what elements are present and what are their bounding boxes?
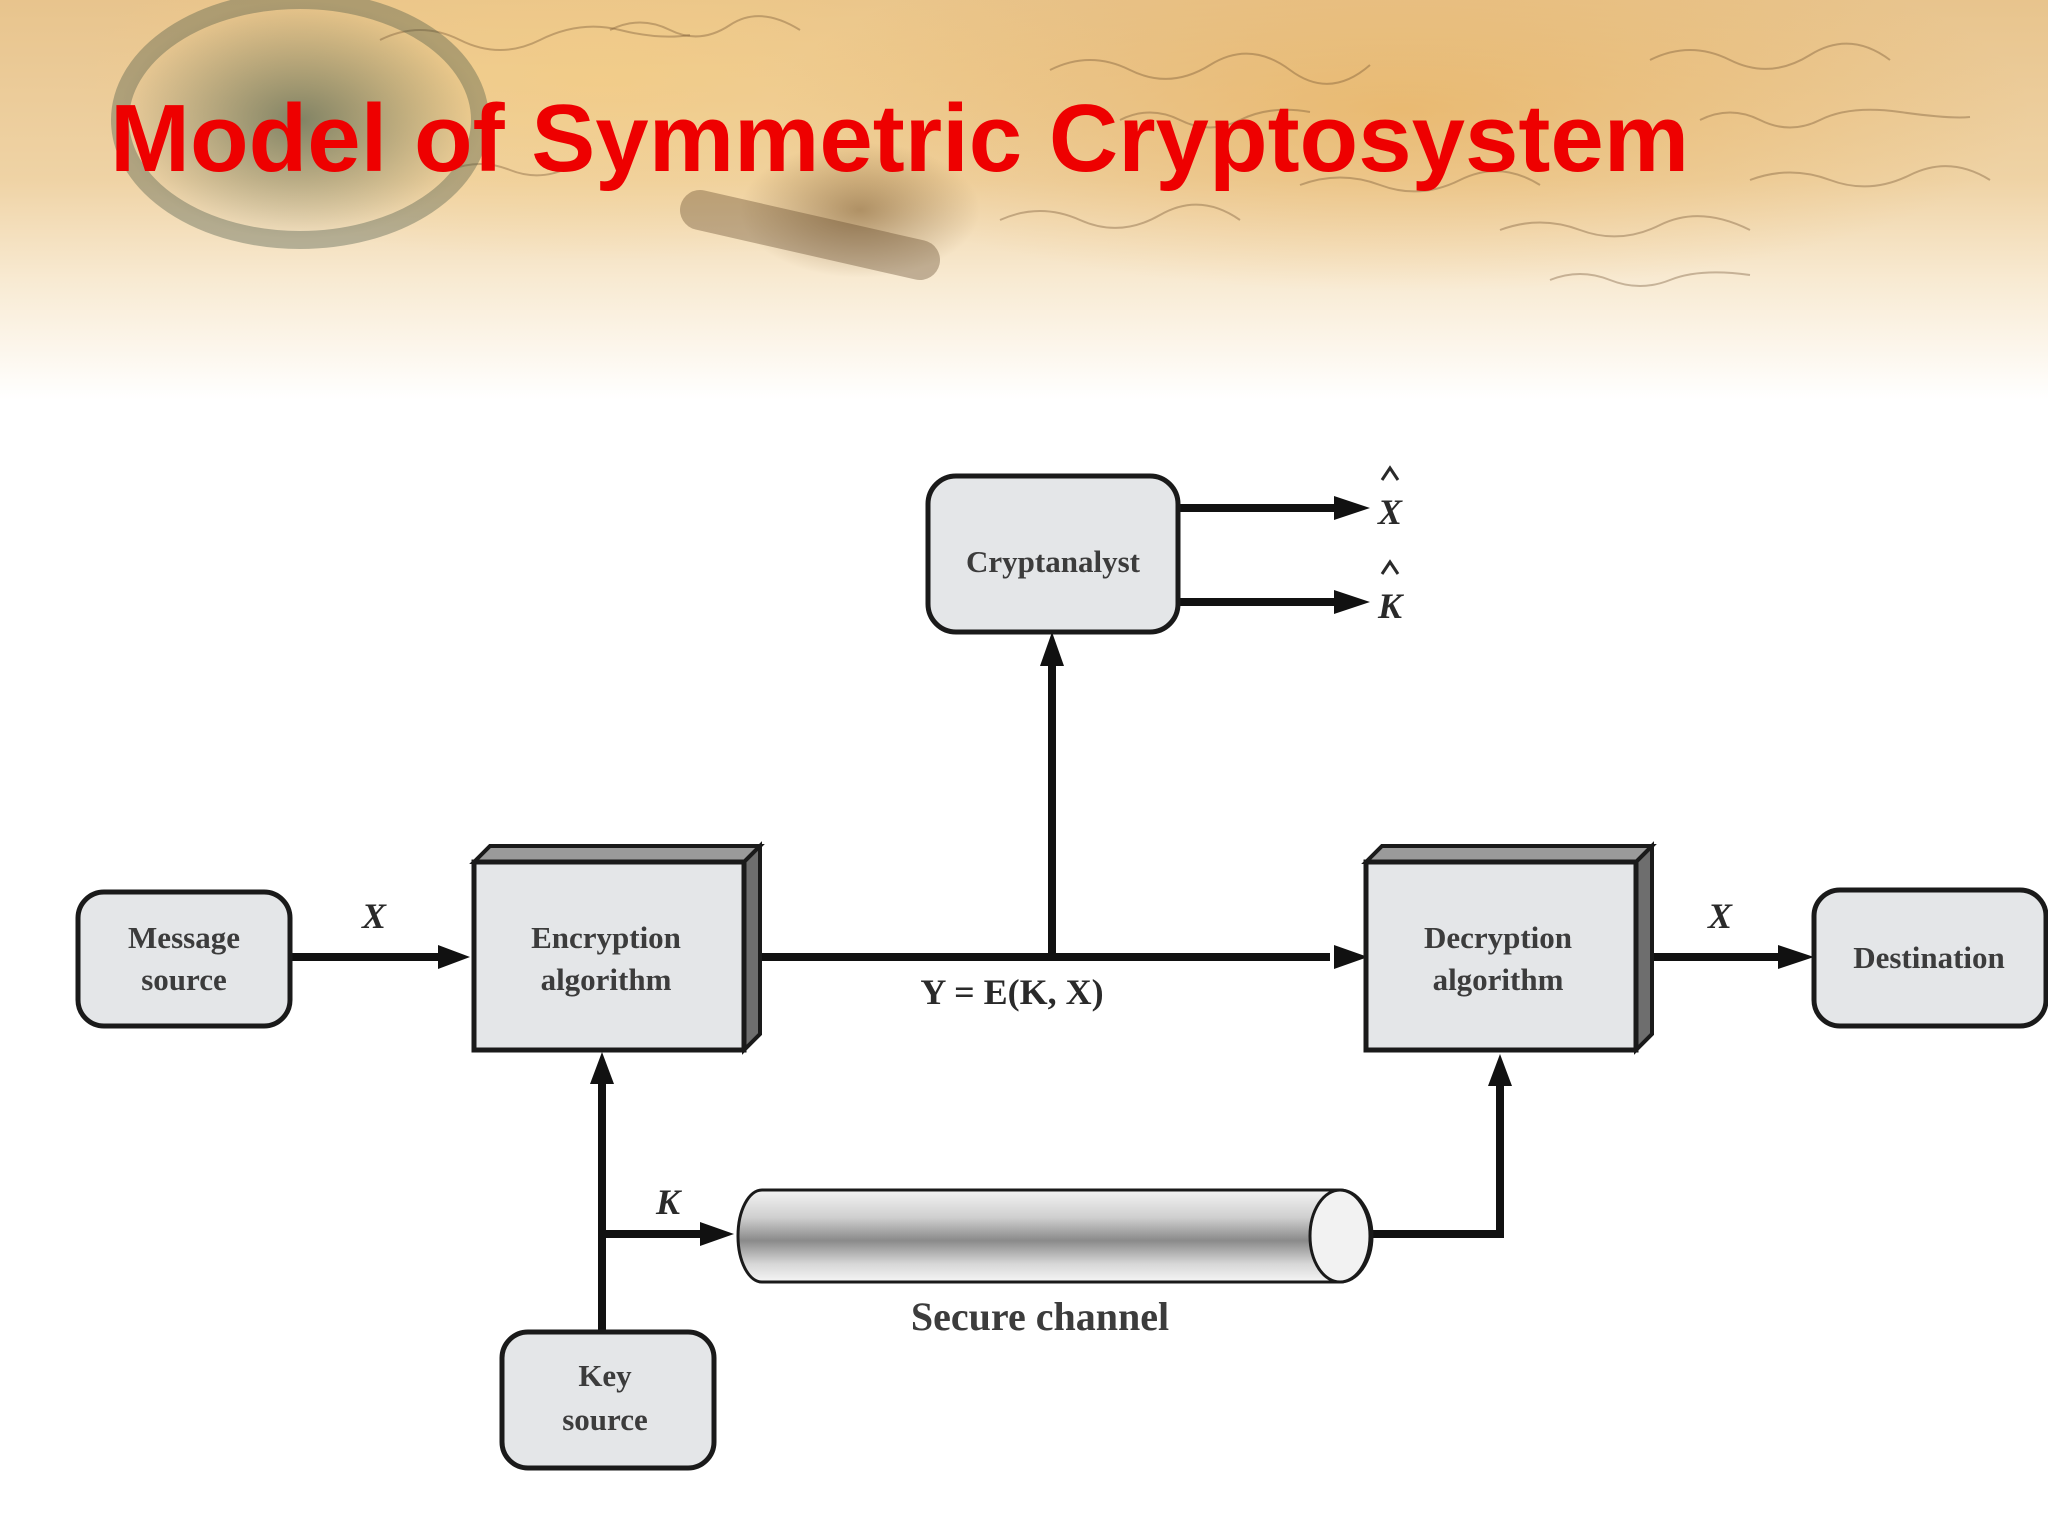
- x-estimate-label: X: [1377, 492, 1403, 532]
- encryption-algorithm-box: Encryption algorithm: [469, 841, 765, 1055]
- decryption-label-line1: Decryption: [1424, 920, 1572, 955]
- cryptanalyst-box: Cryptanalyst: [925, 473, 1181, 635]
- arrowhead: [590, 1052, 614, 1084]
- message-source-box: Message source: [75, 889, 293, 1029]
- destination-label: Destination: [1853, 940, 2005, 975]
- arrowhead: [1334, 945, 1368, 969]
- header-banner: [0, 0, 2048, 400]
- hat-icon: [1380, 559, 1400, 575]
- decryption-algorithm-box: Decryption algorithm: [1361, 841, 1657, 1055]
- message-source-label-line2: source: [141, 962, 227, 997]
- arrowhead: [1040, 632, 1064, 666]
- slide-title: Model of Symmetric Cryptosystem: [110, 85, 1690, 192]
- key-label: K: [655, 1182, 683, 1222]
- key-source-box: Key source: [499, 1329, 717, 1471]
- x-estimate-label-group: X: [1377, 465, 1403, 532]
- arrowhead: [700, 1222, 734, 1246]
- key-source-label-line1: Key: [578, 1358, 632, 1393]
- decryption-label-line2: algorithm: [1433, 962, 1564, 997]
- plaintext-in-label: X: [361, 896, 387, 936]
- key-source-label-line2: source: [562, 1402, 648, 1437]
- hat-icon: [1380, 465, 1400, 481]
- arrowhead: [1334, 590, 1370, 614]
- encryption-label-line1: Encryption: [531, 920, 681, 955]
- destination-box: Destination: [1811, 887, 2048, 1029]
- k-estimate-label: K: [1377, 586, 1405, 626]
- ciphertext-label: Y = E(K, X): [920, 972, 1103, 1012]
- arrowhead: [1334, 496, 1370, 520]
- k-estimate-label-group: K: [1377, 559, 1405, 626]
- message-source-label-line1: Message: [128, 920, 240, 955]
- plaintext-out-label: X: [1707, 896, 1733, 936]
- arrowhead: [438, 945, 470, 969]
- arrowhead: [1778, 945, 1814, 969]
- secure-channel-label: Secure channel: [911, 1294, 1169, 1339]
- handwriting-decoration: [111, 0, 1991, 287]
- edge-channel-to-decryption: [1372, 1080, 1504, 1238]
- arrowhead: [1488, 1054, 1512, 1086]
- secure-channel-pipe: [736, 1188, 1374, 1284]
- encryption-label-line2: algorithm: [541, 962, 672, 997]
- cryptanalyst-label: Cryptanalyst: [966, 544, 1141, 579]
